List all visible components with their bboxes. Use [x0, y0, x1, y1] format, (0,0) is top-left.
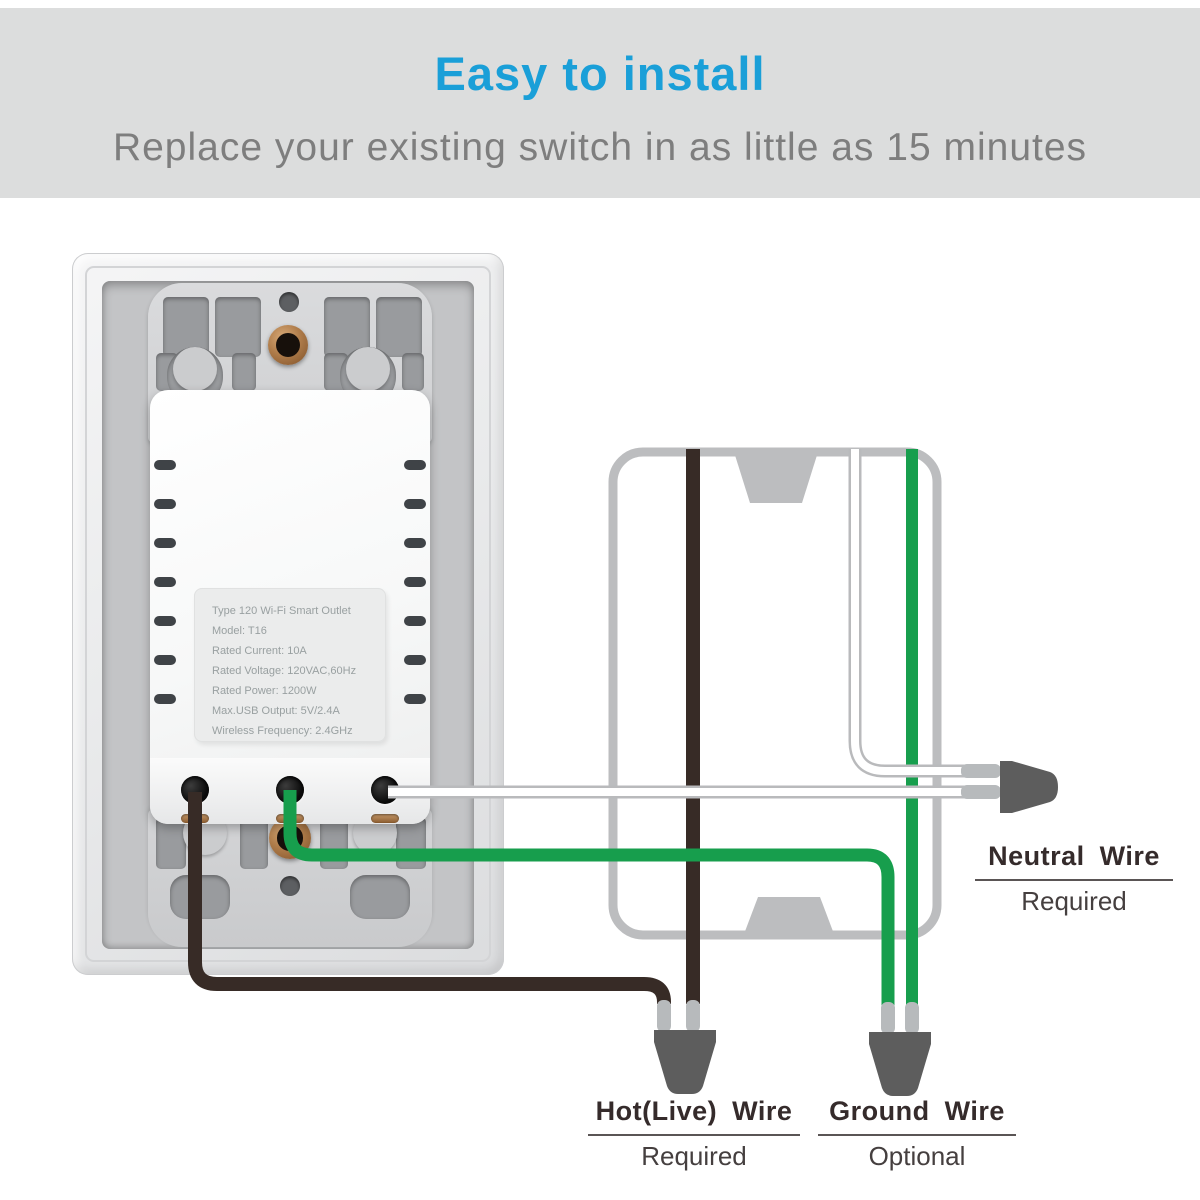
screw-hole	[279, 292, 299, 312]
vent-slot	[404, 616, 426, 626]
neutral-wire-box	[851, 449, 890, 775]
vent-slot	[404, 499, 426, 509]
header-banner: Easy to install Replace your existing sw…	[0, 8, 1200, 198]
spec-line: Wireless Frequency: 2.4GHz	[212, 725, 353, 737]
vent-slot	[154, 499, 176, 509]
hot-wire-name: Hot(Live) Wire	[595, 1096, 793, 1126]
mounting-screw	[268, 325, 308, 365]
spec-line: Rated Power: 1200W	[212, 685, 317, 697]
neutral-wire-box-outline	[848, 449, 890, 778]
hot-wire-status: Required	[641, 1141, 747, 1171]
ferrule	[881, 1002, 895, 1034]
keyhole-tab	[346, 347, 390, 391]
ferrule	[961, 785, 1001, 799]
spec-line: Rated Voltage: 120VAC,60Hz	[212, 665, 357, 677]
label-underline	[975, 879, 1173, 881]
ferrule	[961, 764, 1001, 778]
spec-line: Model: T16	[212, 625, 267, 637]
terminal-screw	[371, 814, 399, 823]
bracket-cutout	[376, 297, 422, 357]
vent-slot	[154, 655, 176, 665]
label-underline	[588, 1134, 800, 1136]
ground-wire-device	[283, 790, 895, 1006]
ferrule	[905, 1002, 919, 1034]
bracket-cutout	[215, 297, 261, 357]
bracket-cutout	[156, 817, 186, 869]
box-top-tab	[734, 452, 818, 503]
wire-nut-ground	[869, 1032, 931, 1096]
vent-slot	[154, 694, 176, 704]
ferrule	[686, 1000, 700, 1032]
vent-slot	[154, 538, 176, 548]
vent-slot	[154, 577, 176, 587]
bracket-cutout	[240, 817, 268, 869]
spec-line: Max.USB Output: 5V/2.4A	[212, 705, 340, 717]
vent-slot	[154, 460, 176, 470]
neutral-wire-label: Neutral Wire Required	[975, 841, 1173, 917]
outlet-module: Type 120 Wi-Fi Smart Outlet Model: T16 R…	[150, 390, 430, 824]
screw-hole	[280, 876, 300, 896]
label-underline	[818, 1134, 1016, 1136]
vent-slot	[404, 694, 426, 704]
hot-wire-label: Hot(Live) Wire Required	[588, 1096, 800, 1172]
vent-slot	[404, 460, 426, 470]
bracket-slot	[350, 875, 410, 919]
vent-slot	[154, 616, 176, 626]
neutral-wire-name: Neutral Wire	[988, 841, 1160, 871]
ferrule	[657, 1000, 671, 1032]
ground-wire-label: Ground Wire Optional	[818, 1096, 1016, 1172]
keyhole-tab	[173, 347, 217, 391]
wire-nut-hot	[654, 1030, 716, 1094]
neutral-wire-status: Required	[1021, 886, 1127, 916]
vent-slot	[404, 538, 426, 548]
spec-line: Type 120 Wi-Fi Smart Outlet	[212, 605, 351, 617]
page-title: Easy to install	[434, 47, 766, 100]
mounting-bracket-top	[148, 283, 432, 443]
vent-slot	[404, 577, 426, 587]
bracket-cutout	[402, 353, 424, 391]
hot-wire-device	[188, 792, 671, 1009]
bracket-cutout	[232, 353, 256, 391]
ground-wire-status: Optional	[868, 1141, 966, 1171]
spec-line: Rated Current: 10A	[212, 645, 307, 657]
vent-slot	[404, 655, 426, 665]
box-bottom-tab	[744, 897, 834, 934]
wire-nut-neutral	[1000, 761, 1058, 813]
ground-wire-name: Ground Wire	[829, 1096, 1005, 1126]
spec-label: Type 120 Wi-Fi Smart Outlet Model: T16 R…	[194, 588, 386, 742]
page-subtitle: Replace your existing switch in as littl…	[112, 126, 1088, 169]
